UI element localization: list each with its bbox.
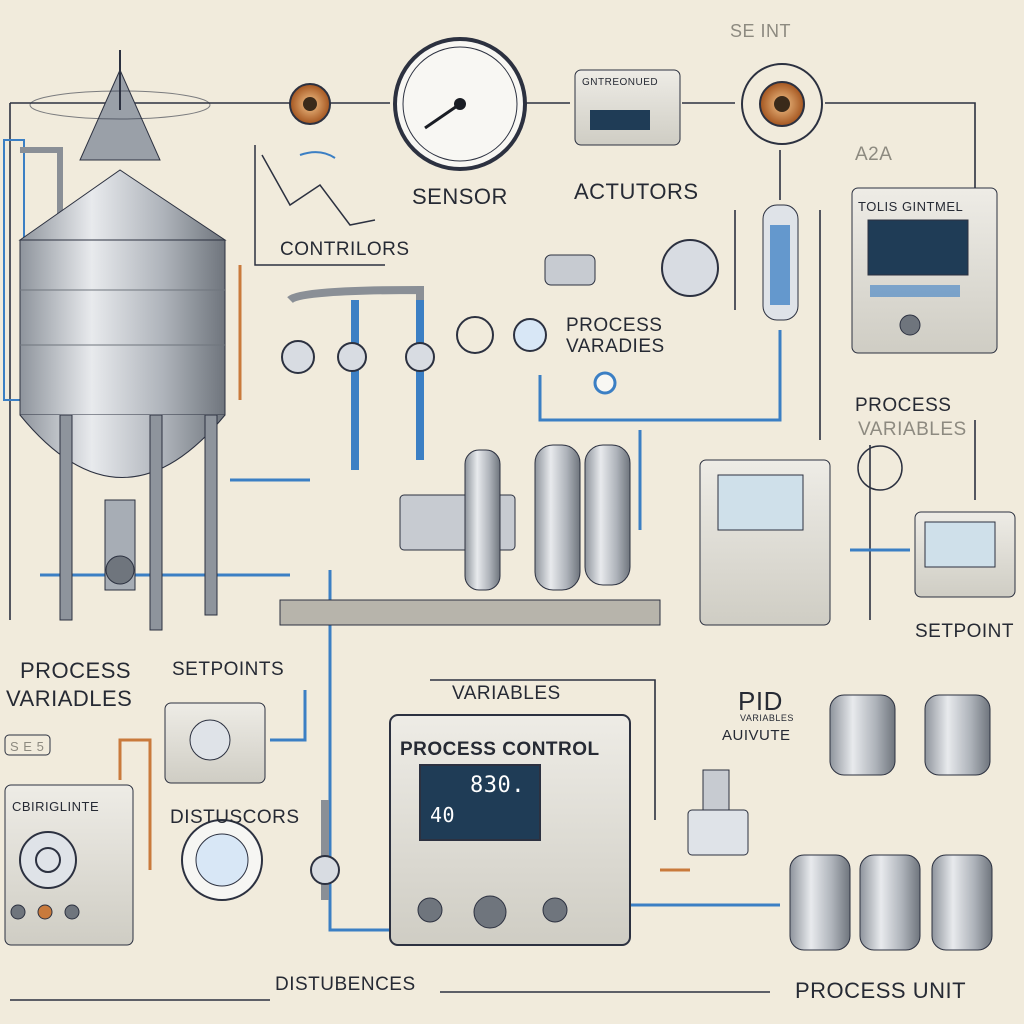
label-process-left-2: VARIADLES — [6, 686, 133, 711]
actuator-assembly — [544, 204, 799, 395]
label-process-right-1: PROCESS — [855, 395, 952, 416]
top-instrument-row — [289, 37, 823, 171]
valve-manifold — [279, 285, 661, 626]
label-process-unit: PROCESS UNIT — [795, 978, 967, 1003]
controller-display-value: 830. — [470, 773, 525, 798]
signal-lines — [9, 102, 976, 1001]
label-distuscors: DISTUSCORS — [170, 807, 300, 828]
setpoint-unit — [164, 702, 340, 901]
storage-tank — [3, 50, 227, 631]
controller-display-value-2: 40 — [430, 803, 456, 827]
control-panel-upper-right — [851, 187, 998, 354]
controller-unit-right — [699, 445, 1016, 626]
process-pipes-blue — [40, 330, 910, 932]
label-process-control: PROCESS CONTROL — [400, 739, 600, 760]
label-process-right-2: VARIABLES — [858, 419, 967, 440]
label-pid-sub-1: VARIABLES — [740, 713, 794, 723]
label-variables: VARIABLES — [452, 683, 561, 704]
label-sensor: SENSOR — [412, 184, 508, 209]
process-pipes-copper — [118, 265, 690, 872]
label-pid-sub-2: AUIVUTE — [722, 727, 791, 744]
process-control-unit — [389, 714, 631, 946]
label-faint-top: SE INT — [730, 21, 792, 41]
heater-unit-left — [4, 734, 134, 946]
label-panel-title: TOLIS GINTMEL — [858, 199, 964, 214]
process-unit-tanks — [789, 694, 993, 951]
label-controllers: CONTRILORS — [280, 239, 410, 260]
controllers-chart-sketch — [254, 145, 385, 266]
label-actuators: ACTUTORS — [574, 179, 699, 204]
label-pid: PID — [738, 686, 783, 716]
label-left-unit-title: CBIRIGLINTE — [12, 799, 100, 814]
label-setpoint-right: SETPOINT — [915, 621, 1015, 642]
label-actuator-box: GNTREONUED — [582, 77, 659, 88]
pid-transmitter — [687, 769, 749, 856]
label-disturbances: DISTUBENCES — [275, 974, 416, 995]
label-process-variables-mid: PROCESS VARADIES — [566, 315, 665, 357]
label-left-tag: S E 5 — [10, 739, 45, 754]
label-a2a: A2A — [855, 144, 893, 165]
label-setpoints: SETPOINTS — [172, 659, 285, 680]
label-process-left-1: PROCESS — [20, 658, 132, 683]
